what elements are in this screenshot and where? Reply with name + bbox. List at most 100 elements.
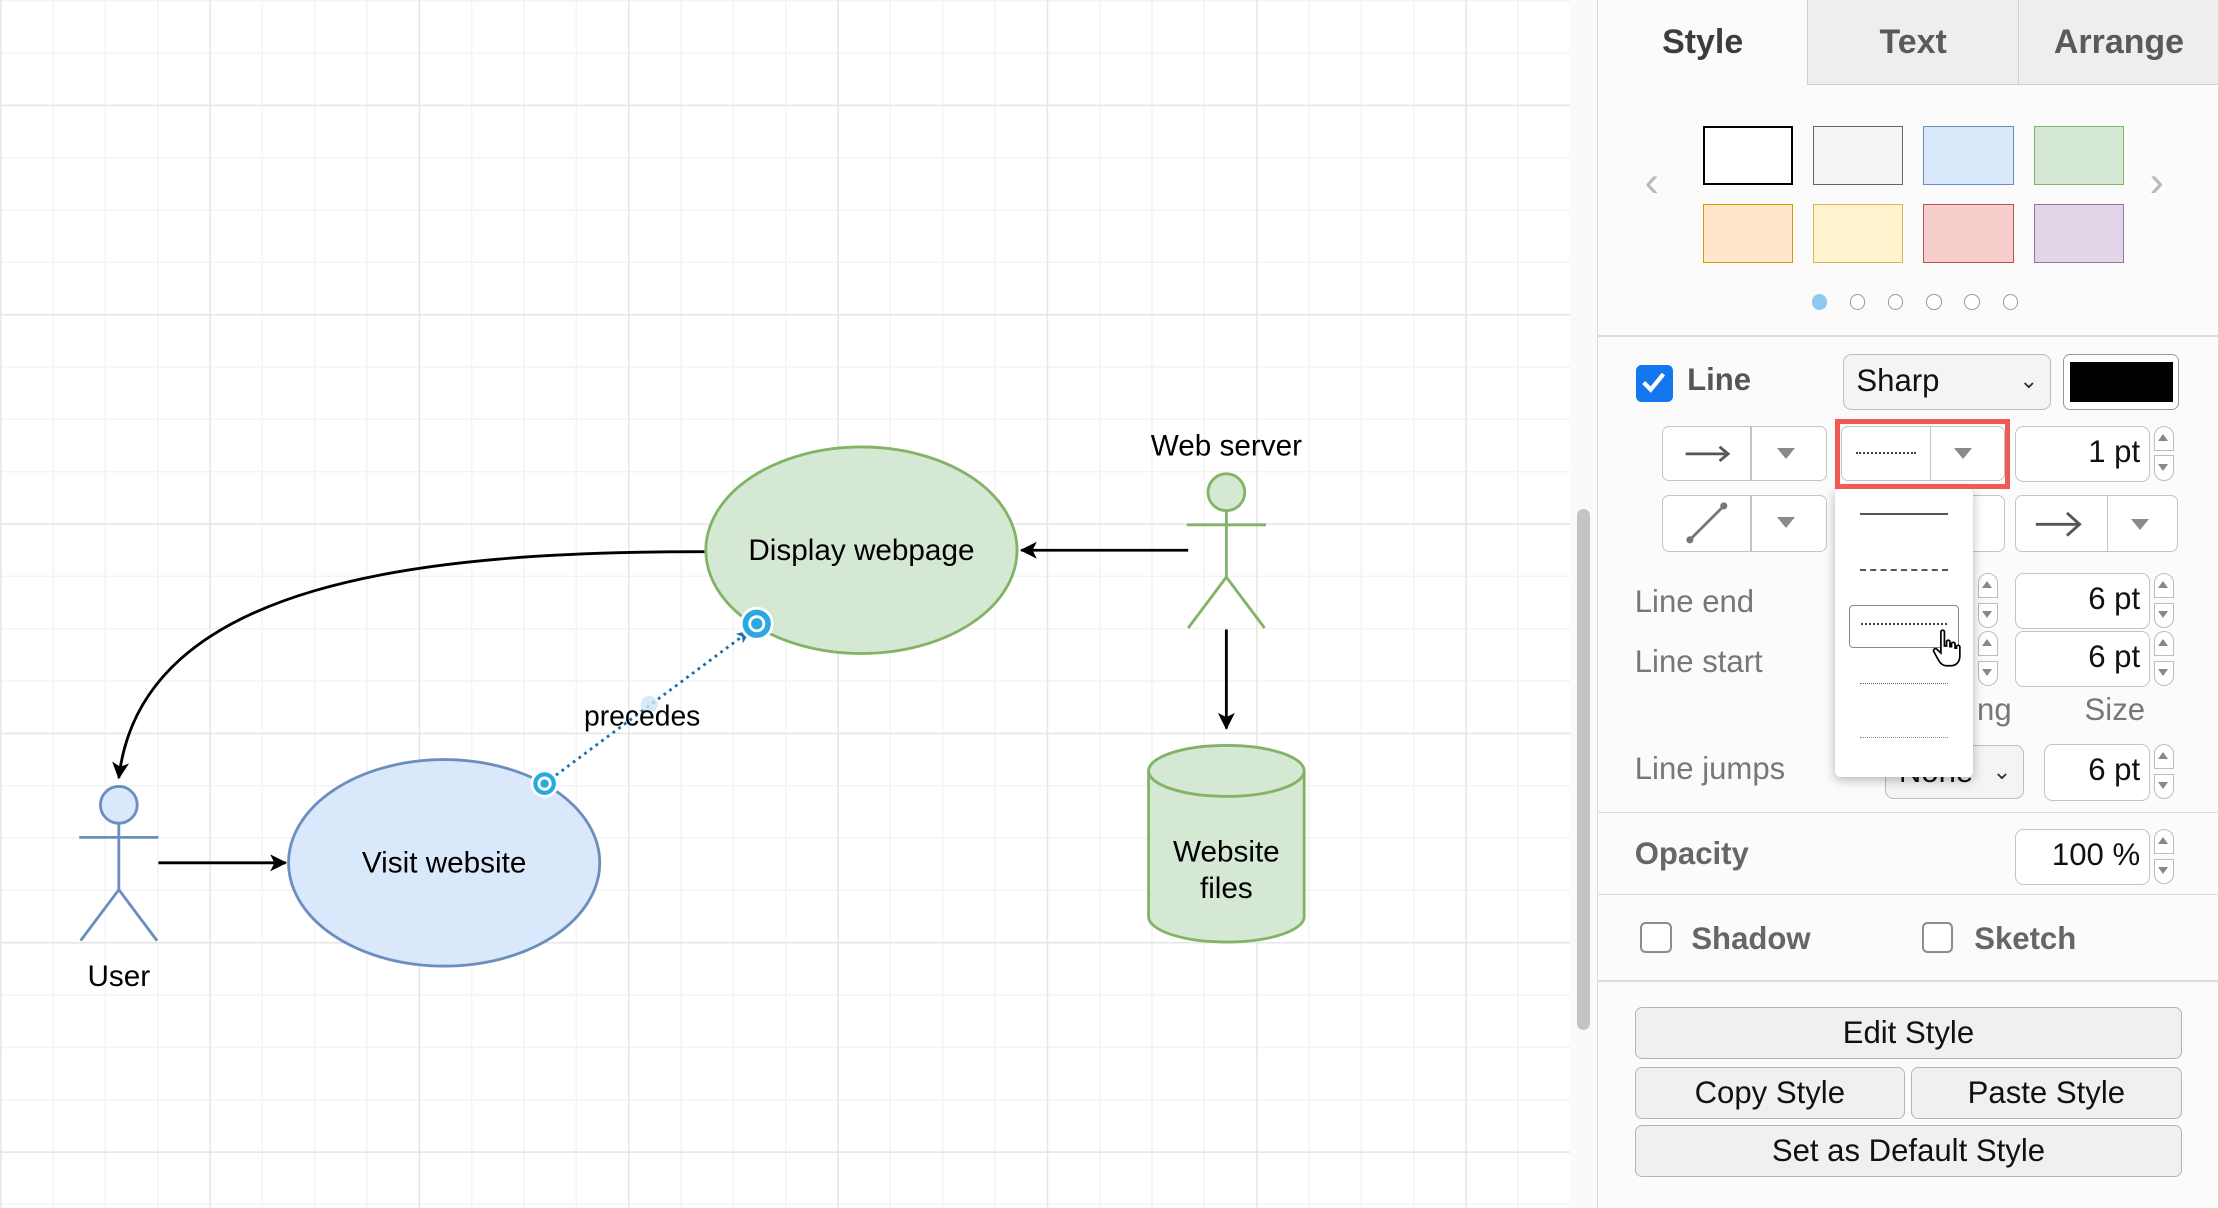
line-label: Line [1687, 362, 1752, 398]
opacity-value: 100 % [2051, 836, 2141, 872]
dotted-pattern-preview [1856, 452, 1916, 456]
chevron-down-icon: ⌄ [2019, 367, 2039, 393]
shadow-label: Shadow [1691, 920, 1811, 956]
line-start-size-stepper[interactable] [2152, 630, 2176, 688]
swatch-page-dot-1[interactable] [1811, 294, 1828, 310]
style-swatch-5[interactable] [1702, 203, 1794, 264]
line-end-size-value: 6 pt [2088, 580, 2141, 616]
edit-style-button[interactable]: Edit Style [1634, 1007, 2183, 1060]
user-actor[interactable] [79, 785, 159, 942]
sketch-checkbox[interactable] [1921, 922, 1953, 954]
sketch-label: Sketch [1974, 920, 2077, 956]
line-end-spacing-stepper[interactable] [1977, 572, 2001, 630]
swatch-prev-icon[interactable]: ‹ [1644, 158, 1659, 206]
pattern-option-solid[interactable] [1849, 494, 1959, 536]
line-end-arrow-dropdown[interactable] [2015, 495, 2178, 552]
line-end-size-stepper[interactable] [2152, 572, 2176, 630]
swatch-page-dot-6[interactable] [2002, 294, 2019, 310]
canvas-scrollbar[interactable] [1570, 0, 1599, 1208]
style-swatch-7[interactable] [1923, 203, 2014, 264]
line-style-select[interactable]: Sharp ⌄ [1842, 353, 2051, 411]
line-checkbox[interactable] [1636, 364, 1673, 402]
line-color-swatch [2069, 361, 2173, 403]
style-swatch-6[interactable] [1812, 203, 1904, 264]
pattern-option-dotted-finer[interactable] [1849, 717, 1959, 759]
line-color-button[interactable] [2063, 353, 2180, 411]
check-icon [1642, 372, 1666, 393]
pattern-option-dashed[interactable] [1849, 549, 1959, 591]
line-jumps-label: Line jumps [1634, 751, 1786, 787]
connection-type-dropdown[interactable] [1661, 425, 1828, 481]
style-swatch-2[interactable] [1812, 125, 1904, 186]
dropdown-arrow-icon [1953, 447, 1972, 459]
tab-text[interactable]: Text [1807, 0, 2019, 85]
opacity-stepper[interactable] [2152, 828, 2176, 886]
set-default-style-button[interactable]: Set as Default Style [1634, 1124, 2183, 1177]
line-style-value: Sharp [1856, 362, 1940, 398]
edge-target-handle[interactable] [739, 606, 774, 641]
format-panel: Style Text Arrange ‹ › Line Sharp ⌄ 1 pt [1596, 0, 2218, 1208]
paste-style-button[interactable]: Paste Style [1910, 1066, 2183, 1119]
line-width-input[interactable]: 1 pt [2015, 425, 2150, 483]
scrollbar-thumb[interactable] [1577, 509, 1590, 1030]
visit-website-label: Visit website [362, 847, 526, 880]
diagram-svg[interactable]: Display webpage Visit website Web server… [0, 0, 1570, 1208]
divider [1597, 335, 2218, 337]
divider [1597, 980, 2218, 982]
waypoints-dropdown[interactable] [1661, 495, 1828, 552]
waypoint-line-icon [1685, 502, 1727, 544]
edge-label-precedes[interactable]: precedes [584, 700, 700, 732]
swatch-page-dot-3[interactable] [1887, 294, 1904, 310]
website-files-cylinder[interactable] [1147, 744, 1306, 944]
website-files-label-1: Website [1173, 835, 1280, 868]
arrow-end-icon [2036, 511, 2083, 537]
pattern-option-dotted-fine[interactable] [1849, 663, 1959, 705]
chevron-down-icon: ⌄ [1992, 759, 2012, 785]
tab-arrange[interactable]: Arrange [2018, 0, 2218, 85]
swatch-page-dot-4[interactable] [1926, 294, 1942, 310]
style-swatch-1[interactable] [1702, 125, 1794, 186]
line-end-label: Line end [1634, 584, 1755, 620]
divider [1597, 811, 2218, 814]
display-webpage-label: Display webpage [748, 534, 974, 567]
swatch-page-dot-2[interactable] [1849, 294, 1866, 310]
line-start-size-input[interactable]: 6 pt [2015, 630, 2150, 688]
straight-arrow-icon [1685, 445, 1730, 462]
website-files-label-2: files [1200, 872, 1253, 905]
display-webpage-ellipse[interactable] [704, 445, 1019, 655]
style-swatch-8[interactable] [2033, 203, 2125, 264]
dropdown-arrow-icon [1777, 517, 1796, 528]
line-jumps-size-input[interactable]: 6 pt [2043, 744, 2150, 801]
style-swatch-4[interactable] [2033, 125, 2125, 186]
divider [1597, 893, 2218, 896]
edge-display-to-user[interactable] [112, 550, 705, 780]
dropdown-arrow-icon [2130, 518, 2149, 530]
copy-style-button[interactable]: Copy Style [1634, 1066, 1905, 1119]
opacity-label: Opacity [1634, 835, 1749, 871]
line-jumps-size-value: 6 pt [2088, 752, 2141, 788]
tab-style[interactable]: Style [1597, 0, 1808, 85]
line-width-value: 1 pt [2088, 433, 2141, 469]
web-server-label: Web server [1151, 429, 1302, 462]
line-jumps-size-stepper[interactable] [2152, 744, 2176, 801]
opacity-input[interactable]: 100 % [2015, 828, 2150, 886]
line-start-spacing-stepper[interactable] [1977, 630, 2001, 688]
edge-label-handle[interactable] [640, 695, 658, 713]
style-swatch-3[interactable] [1923, 125, 2014, 186]
line-width-stepper[interactable] [2152, 425, 2176, 483]
user-label: User [87, 960, 150, 993]
web-server-actor[interactable] [1186, 472, 1266, 629]
diagram-canvas[interactable]: Display webpage Visit website Web server… [0, 0, 1571, 1208]
line-pattern-dropdown[interactable] [1841, 425, 2006, 481]
pattern-option-dotted[interactable] [1848, 605, 1960, 648]
swatch-next-icon[interactable]: › [2149, 158, 2164, 206]
line-end-size-input[interactable]: 6 pt [2015, 572, 2150, 630]
shadow-checkbox[interactable] [1640, 922, 1672, 954]
dropdown-arrow-icon [1777, 447, 1796, 459]
highlight-annotation-box [1834, 418, 2010, 490]
spacing-label-partial: ng [1977, 691, 2012, 727]
visit-website-ellipse[interactable] [287, 758, 602, 968]
edge-source-handle[interactable] [530, 769, 559, 798]
line-start-label: Line start [1634, 643, 1763, 679]
swatch-page-dot-5[interactable] [1964, 294, 1980, 310]
